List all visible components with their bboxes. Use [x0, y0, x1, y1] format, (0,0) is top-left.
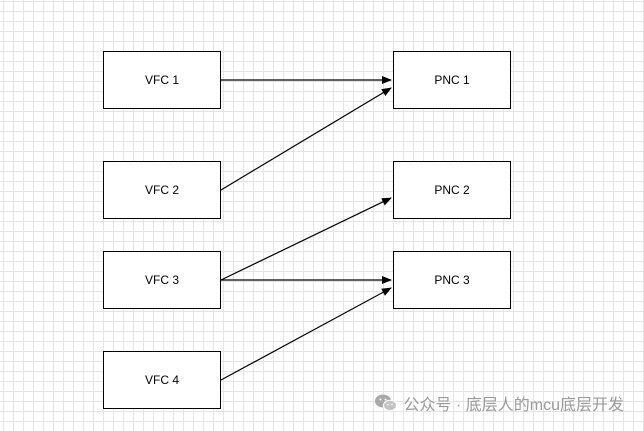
node-vfc-2[interactable]: VFC 2: [103, 161, 221, 219]
node-pnc-1[interactable]: PNC 1: [393, 51, 511, 109]
node-pnc-2[interactable]: PNC 2: [393, 161, 511, 219]
edge-vfc4-to-pnc3[interactable]: [220, 287, 392, 381]
watermark: 公众号 · 底层人的mcu底层开发: [374, 391, 624, 415]
edge-vfc3-to-pnc2[interactable]: [220, 197, 392, 281]
wechat-icon: [374, 394, 397, 412]
node-pnc-3[interactable]: PNC 3: [393, 251, 511, 309]
watermark-text: 公众号 · 底层人的mcu底层开发: [403, 397, 624, 414]
node-vfc-3[interactable]: VFC 3: [103, 251, 221, 309]
node-vfc-1[interactable]: VFC 1: [103, 51, 221, 109]
edge-vfc2-to-pnc1[interactable]: [220, 87, 392, 191]
node-vfc-4[interactable]: VFC 4: [103, 351, 221, 409]
